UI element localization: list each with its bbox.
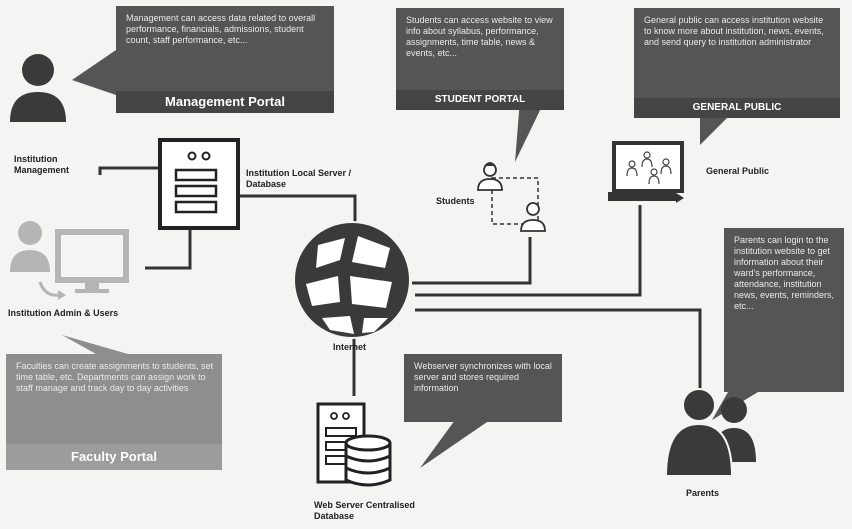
line-internet-public bbox=[415, 205, 642, 297]
general-public-description: General public can access institution we… bbox=[644, 15, 824, 47]
student-bubble-pointer bbox=[515, 100, 545, 162]
parents-label: Parents bbox=[686, 488, 720, 498]
webserver-sync-description: Webserver synchronizes with local server… bbox=[414, 361, 552, 393]
faculty-bubble-pointer bbox=[62, 335, 128, 354]
general-public-monitor-icon bbox=[608, 141, 684, 203]
student-portal-bubble: Students can access website to view info… bbox=[396, 8, 564, 110]
general-public-bubble: General public can access institution we… bbox=[634, 8, 840, 118]
local-server-label: Institution Local Server / Database bbox=[246, 168, 352, 189]
line-server-internet bbox=[238, 194, 357, 225]
students-label: Students bbox=[436, 196, 475, 206]
faculty-portal-title: Faculty Portal bbox=[6, 444, 222, 470]
line-server-admin bbox=[145, 228, 192, 270]
internet-globe-icon bbox=[293, 221, 411, 339]
line-internet-students bbox=[412, 237, 532, 285]
parents-description: Parents can login to the institution web… bbox=[734, 235, 835, 311]
connection-lines bbox=[98, 166, 702, 396]
faculty-portal-description: Faculties can create assignments to stud… bbox=[16, 361, 214, 393]
management-portal-title: Management Portal bbox=[116, 91, 334, 113]
line-server-management bbox=[98, 166, 160, 175]
student-portal-title: STUDENT PORTAL bbox=[396, 90, 564, 110]
admin-users-icon bbox=[10, 221, 129, 300]
institution-management-label: Institution Management bbox=[14, 154, 70, 175]
management-bubble-pointer bbox=[72, 50, 116, 95]
admin-users-label: Institution Admin & Users bbox=[8, 308, 119, 318]
webserver-bubble-pointer bbox=[420, 420, 490, 468]
internet-label: Internet bbox=[333, 342, 367, 352]
parents-icon bbox=[664, 388, 756, 477]
parents-bubble: Parents can login to the institution web… bbox=[724, 228, 844, 392]
webserver-sync-bubble: Webserver synchronizes with local server… bbox=[404, 354, 562, 422]
student-portal-description: Students can access website to view info… bbox=[406, 15, 553, 58]
general-public-label: General Public bbox=[706, 166, 770, 176]
management-person-icon bbox=[10, 54, 66, 122]
local-server-icon bbox=[158, 138, 240, 230]
public-bubble-pointer bbox=[700, 115, 730, 145]
management-portal-description: Management can access data related to ov… bbox=[126, 13, 316, 45]
general-public-title: GENERAL PUBLIC bbox=[634, 98, 840, 118]
faculty-portal-bubble: Faculties can create assignments to stud… bbox=[6, 354, 222, 470]
web-server-label: Web Server Centralised Database bbox=[314, 500, 415, 521]
line-internet-parents bbox=[415, 308, 702, 395]
web-server-database-icon bbox=[316, 402, 392, 487]
students-icon bbox=[477, 162, 546, 232]
management-portal-bubble: Management can access data related to ov… bbox=[116, 6, 334, 113]
